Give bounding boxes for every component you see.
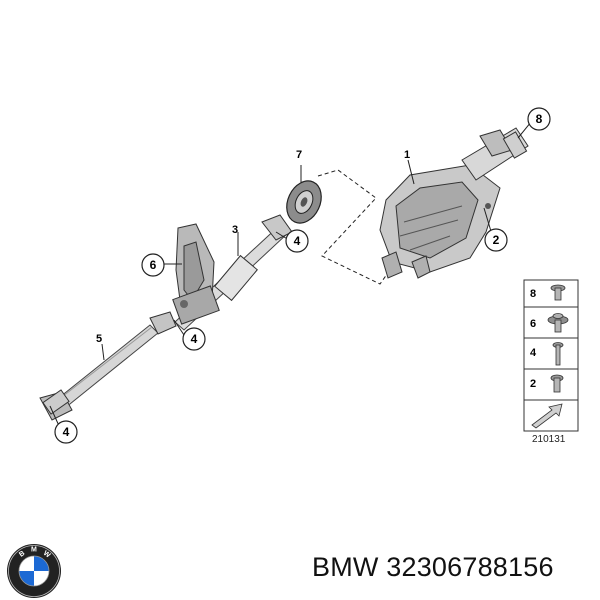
svg-text:W: W bbox=[42, 550, 52, 560]
flange-bolt-icon bbox=[550, 284, 566, 301]
callout-2-circle: 2 bbox=[484, 228, 508, 252]
bmw-logo: B M W bbox=[7, 544, 61, 598]
long-screw-icon bbox=[552, 342, 564, 366]
fastener-legend: 8 6 4 2 bbox=[523, 279, 579, 432]
legend-row-2: 2 bbox=[530, 378, 536, 390]
callout-4b: 4 bbox=[191, 332, 198, 346]
callout-6-circle: 6 bbox=[141, 253, 165, 277]
leader-lines bbox=[49, 121, 532, 429]
callout-4b-circle: 4 bbox=[182, 327, 206, 351]
callout-4a: 4 bbox=[294, 234, 301, 248]
callout-7: 7 bbox=[296, 149, 302, 161]
intermediate-shaft bbox=[39, 311, 177, 421]
assembly-dashed-line bbox=[317, 169, 391, 285]
callout-4c: 4 bbox=[63, 425, 70, 439]
direction-arrow-icon bbox=[531, 403, 563, 429]
short-bolt-icon bbox=[550, 374, 564, 393]
callout-5: 5 bbox=[96, 333, 102, 345]
callout-8: 8 bbox=[536, 112, 543, 126]
legend-row-6: 6 bbox=[530, 318, 536, 330]
legend-row-4: 4 bbox=[530, 347, 537, 359]
mounting-bracket bbox=[172, 223, 220, 325]
washer-bolt-icon bbox=[547, 313, 569, 333]
callout-1: 1 bbox=[404, 149, 410, 161]
callout-3: 3 bbox=[232, 224, 238, 236]
callout-6: 6 bbox=[150, 258, 157, 272]
callout-4c-circle: 4 bbox=[54, 420, 78, 444]
steering-column-assembly bbox=[379, 127, 529, 279]
svg-text:B: B bbox=[18, 550, 26, 559]
callout-8-circle: 8 bbox=[527, 107, 551, 131]
legend-row-8: 8 bbox=[530, 288, 536, 300]
callout-2: 2 bbox=[493, 233, 500, 247]
part-number-caption: BMW 32306788156 bbox=[312, 552, 554, 582]
diagram-id: 210131 bbox=[532, 434, 566, 445]
ring-bearing bbox=[286, 180, 322, 224]
callout-4a-circle: 4 bbox=[285, 229, 309, 253]
svg-text:M: M bbox=[31, 547, 37, 554]
